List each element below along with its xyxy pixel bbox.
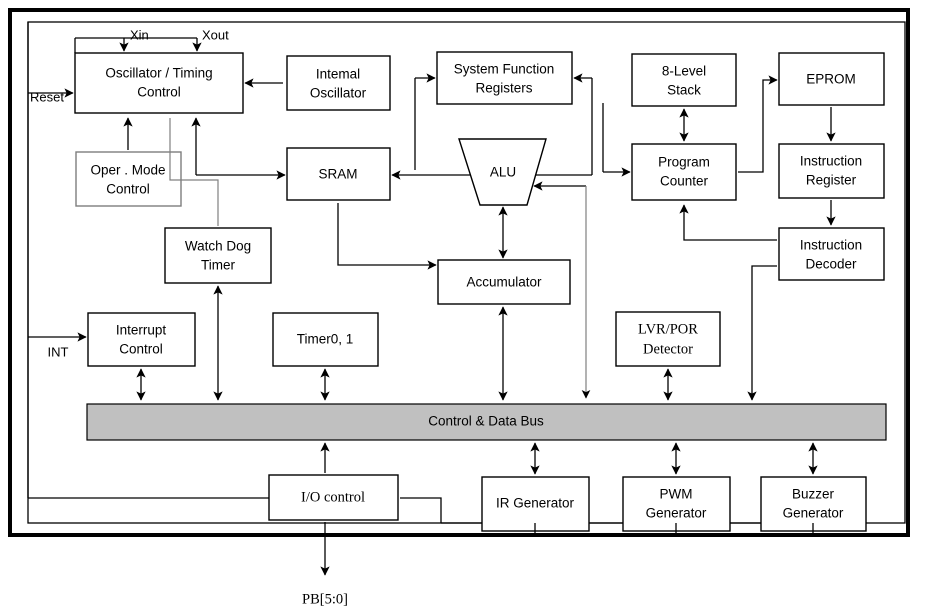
block-instruction-decoder[interactable] (778, 227, 885, 281)
block-label-eight-level-stack-line2: Stack (667, 83, 701, 98)
block-label-internal-oscillator-line2: Oscillator (310, 86, 367, 101)
block-label-sram: SRAM (318, 167, 357, 182)
block-label-watch-dog-timer-line2: Timer (201, 258, 235, 273)
block-buzzer-generator[interactable] (760, 476, 867, 532)
block-label-instruction-register-line2: Register (806, 173, 857, 188)
block-ir-generator[interactable] (481, 476, 590, 532)
block-label-system-function-registers-line2: Registers (475, 81, 532, 96)
block-oper-mode-control[interactable] (75, 151, 182, 207)
pc-to-eprom-wire (738, 75, 778, 173)
block-label-pwm-generator-line1: PWM (660, 487, 693, 502)
pin-label-xin: Xin (130, 27, 149, 42)
sram-to-accumulator-wire (337, 203, 437, 270)
block-label-interrupt-control-line1: Interrupt (116, 323, 167, 338)
block-eight-level-stack[interactable] (631, 53, 737, 107)
block-control-data-bus[interactable] (86, 403, 887, 441)
block-label-ir-generator: IR Generator (496, 496, 575, 511)
decoder-to-pc-wire (679, 204, 777, 241)
block-label-pwm-generator-line2: Generator (646, 506, 707, 521)
pin-label-int: INT (48, 344, 69, 359)
block-lvr-por-detector[interactable] (615, 311, 721, 367)
pin-label-xout: Xout (202, 27, 229, 42)
block-program-counter[interactable] (631, 143, 737, 201)
block-label-system-function-registers-line1: System Function (454, 62, 555, 77)
block-label-lvr-por-detector-line2: Detector (643, 341, 693, 357)
block-label-instruction-decoder-line1: Instruction (800, 238, 862, 253)
block-eprom[interactable] (778, 52, 885, 106)
block-interrupt-control[interactable] (87, 312, 196, 367)
block-label-eight-level-stack-line1: 8-Level (662, 64, 706, 79)
block-timer0-1[interactable] (272, 312, 379, 367)
block-label-oscillator-timing-control-line1: Oscillator / Timing (105, 66, 212, 81)
io-right-step-wire (400, 497, 442, 523)
pin-label-pb: PB[5:0] (302, 591, 348, 607)
block-label-lvr-por-detector-line1: LVR/POR (638, 321, 698, 337)
chip-boundary-frame (8, 8, 910, 537)
pin-label-reset: Reset (30, 89, 64, 104)
block-label-program-counter-line2: Counter (660, 174, 709, 189)
block-label-oper-mode-control-line2: Control (106, 182, 150, 197)
block-label-program-counter-line1: Program (658, 155, 710, 170)
block-alu[interactable] (458, 138, 547, 206)
block-label-buzzer-generator-line2: Generator (783, 506, 844, 521)
block-label-timer0-1: Timer0, 1 (297, 332, 354, 347)
block-label-oper-mode-control-line1: Oper . Mode (90, 163, 165, 178)
block-label-control-data-bus: Control & Data Bus (428, 414, 544, 429)
block-oscillator-timing-control[interactable] (74, 52, 244, 114)
block-label-io-control: I/O control (301, 489, 365, 505)
block-label-instruction-decoder-line2: Decoder (805, 257, 857, 272)
decoder-to-bus-wire (747, 265, 777, 401)
block-internal-oscillator[interactable] (286, 55, 391, 111)
block-watch-dog-timer[interactable] (164, 227, 272, 284)
block-pwm-generator[interactable] (622, 476, 731, 532)
wdt-to-osc-grey-wire (169, 118, 219, 226)
block-label-internal-oscillator-line1: Intemal (316, 67, 360, 82)
block-instruction-register[interactable] (778, 143, 885, 199)
block-label-accumulator: Accumulator (466, 275, 542, 290)
block-system-function-registers[interactable] (436, 51, 573, 105)
block-label-eprom: EPROM (806, 72, 856, 87)
block-label-alu: ALU (490, 165, 516, 180)
block-label-watch-dog-timer-line1: Watch Dog (185, 239, 251, 254)
block-label-instruction-register-line1: Instruction (800, 154, 862, 169)
block-io-control[interactable] (268, 474, 399, 521)
block-label-interrupt-control-line2: Control (119, 342, 163, 357)
block-label-oscillator-timing-control-line2: Control (137, 85, 181, 100)
block-accumulator[interactable] (437, 259, 571, 305)
block-sram[interactable] (286, 147, 391, 201)
block-label-buzzer-generator-line1: Buzzer (792, 487, 835, 502)
